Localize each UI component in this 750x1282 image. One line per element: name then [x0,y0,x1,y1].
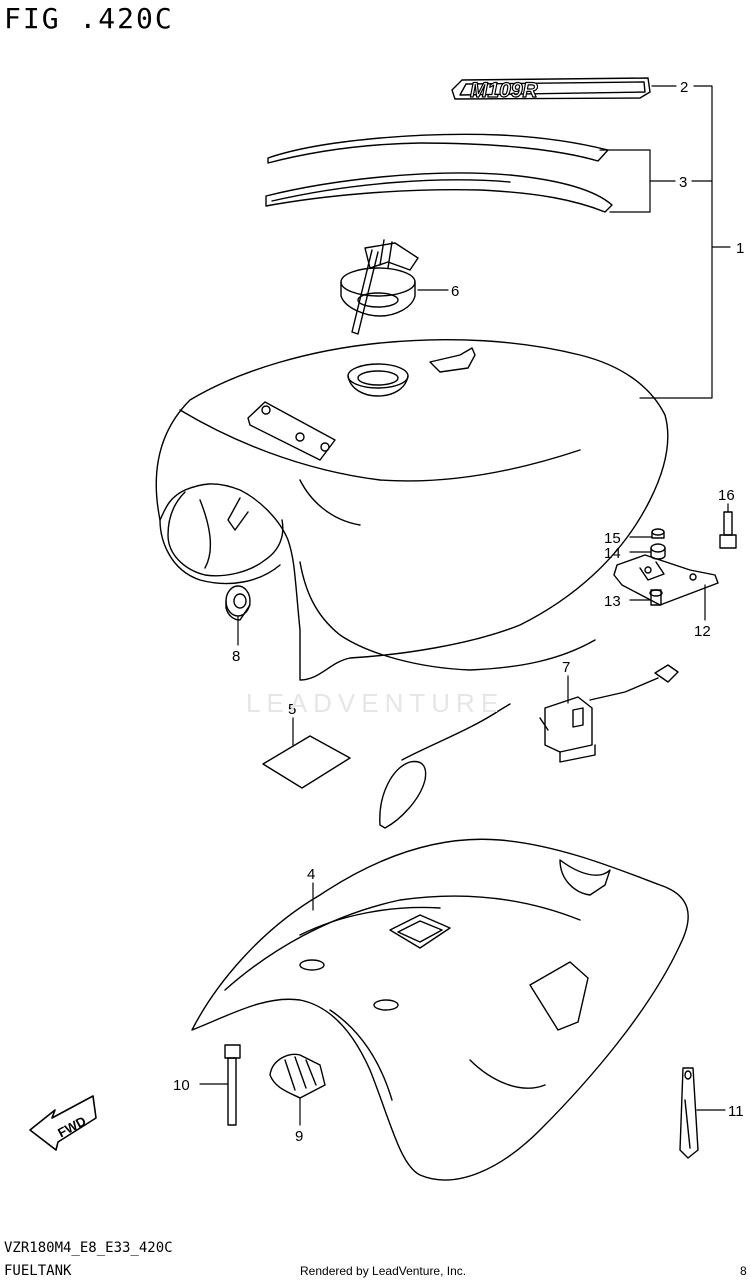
part-9-cushion[interactable] [269,1053,326,1099]
credit-line: Rendered by LeadVenture, Inc. [300,1264,467,1278]
part-4-cover[interactable] [191,838,689,1181]
callout-10: 10 [173,1077,190,1094]
figure-title: FIG .420C [4,2,174,35]
callout-6: 6 [451,283,459,300]
part-2-emblem[interactable]: M109R [451,77,651,103]
callout-7: 7 [562,659,570,676]
part-14-grommet[interactable] [650,543,666,560]
callout-2: 2 [680,79,688,96]
forward-direction-arrow: FWD [29,1095,97,1151]
page-number: 8 [740,1264,747,1278]
callout-8: 8 [232,648,240,665]
callout-16: 16 [718,487,735,504]
part-15-nut[interactable] [651,528,665,539]
watermark: LEADVENTURE [246,688,505,718]
part-8-cushion[interactable] [225,585,251,621]
part-10-clamp[interactable] [224,1044,241,1126]
callout-13: 13 [604,593,621,610]
part-1-fuel-tank[interactable] [155,338,669,681]
callout-4: 4 [307,866,315,883]
callout-15: 15 [604,530,621,547]
callout-1: 1 [736,240,744,257]
callout-11: 11 [728,1103,744,1120]
part-5-label[interactable] [262,735,351,789]
part-6-fuel-cap[interactable] [340,239,419,335]
callout-3: 3 [679,174,687,191]
callout-12: 12 [694,623,711,640]
emblem-text: M109R [470,79,539,102]
leader-lines [199,85,731,1126]
callout-5: 5 [288,701,296,718]
callout-14: 14 [604,545,621,562]
part-7-fuel-gauge[interactable] [379,664,679,829]
model-code: VZR180M4_E8_E33_420C [4,1240,173,1256]
part-3-stripe-tape[interactable] [265,133,613,213]
section-name: FUELTANK [4,1263,72,1279]
fwd-label: FWD [55,1113,88,1140]
part-16-bolt[interactable] [719,511,737,549]
part-11-clamp[interactable] [679,1067,699,1159]
callout-labels: 1 2 3 4 5 6 7 8 9 10 11 12 13 14 15 16 [173,79,744,1145]
callout-9: 9 [295,1128,303,1145]
part-12-bracket[interactable] [613,554,719,606]
